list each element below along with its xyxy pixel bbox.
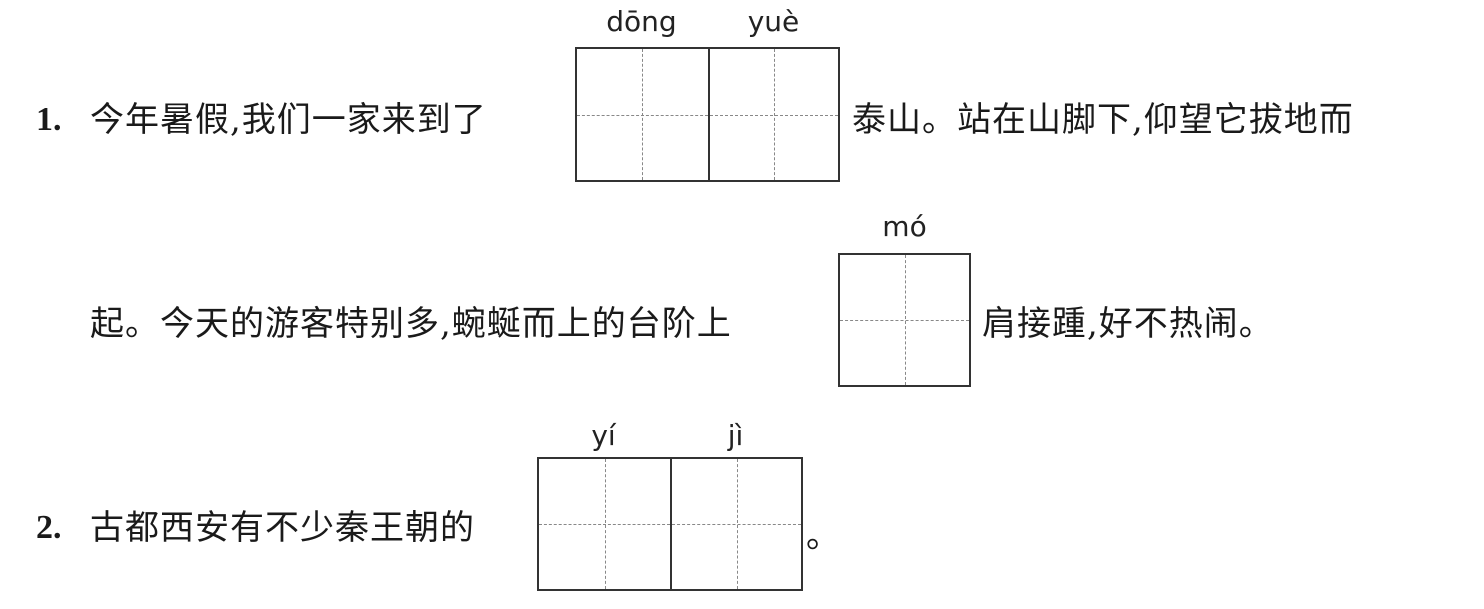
- answer-grid-mo[interactable]: [838, 253, 971, 387]
- question-2-text-after-blank: 。: [806, 516, 841, 556]
- pinyin-mo: mó: [882, 210, 927, 243]
- answer-grid-dongyue[interactable]: [575, 47, 840, 182]
- grid-cell[interactable]: [707, 49, 838, 180]
- question-1-line-2-after-blank: 肩接踵,好不热闹。: [982, 304, 1274, 344]
- question-2-text-before-blank: 古都西安有不少秦王朝的: [90, 508, 475, 548]
- grid-cell[interactable]: [840, 255, 969, 385]
- question-1-line-2-before-blank: 起。今天的游客特别多,蜿蜒而上的台阶上: [90, 304, 732, 344]
- question-1-text-before-blank: 今年暑假,我们一家来到了: [90, 100, 487, 140]
- pinyin-yue: yuè: [747, 5, 800, 38]
- grid-cell[interactable]: [577, 49, 708, 180]
- pinyin-dong: dōng: [606, 5, 677, 38]
- pinyin-yi: yí: [591, 419, 616, 452]
- answer-grid-yiji[interactable]: [537, 457, 803, 591]
- question-2-number: 2.: [36, 509, 62, 546]
- grid-cell[interactable]: [670, 459, 801, 589]
- question-1-text-after-blank: 泰山。站在山脚下,仰望它拔地而: [852, 100, 1354, 140]
- pinyin-ji: jì: [727, 419, 744, 452]
- grid-cell[interactable]: [539, 459, 670, 589]
- question-1-number: 1.: [36, 101, 62, 138]
